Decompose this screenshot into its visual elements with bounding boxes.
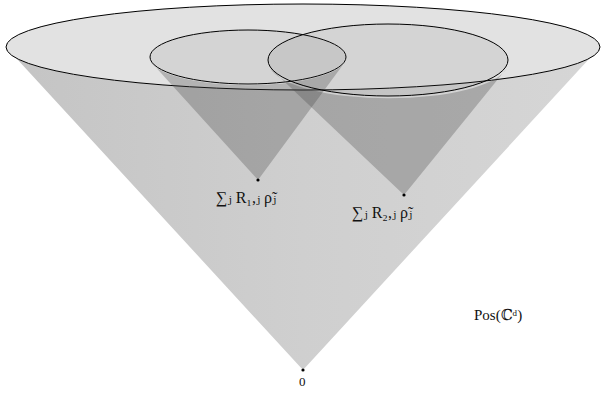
apex-dot: [256, 178, 259, 181]
set-label: Pos(ℂᵈ): [474, 306, 522, 324]
apex-dot: [301, 368, 304, 371]
math-label: ∑ⱼ R₂,ⱼ ρ̃ⱼ: [352, 203, 412, 222]
apex-dot: [402, 193, 405, 196]
math-label: ∑ⱼ R₁,ⱼ ρ̃ⱼ: [216, 188, 276, 207]
sub-cone-top: [268, 24, 508, 96]
cone-body: [6, 47, 600, 370]
origin-label: 0: [299, 374, 306, 390]
